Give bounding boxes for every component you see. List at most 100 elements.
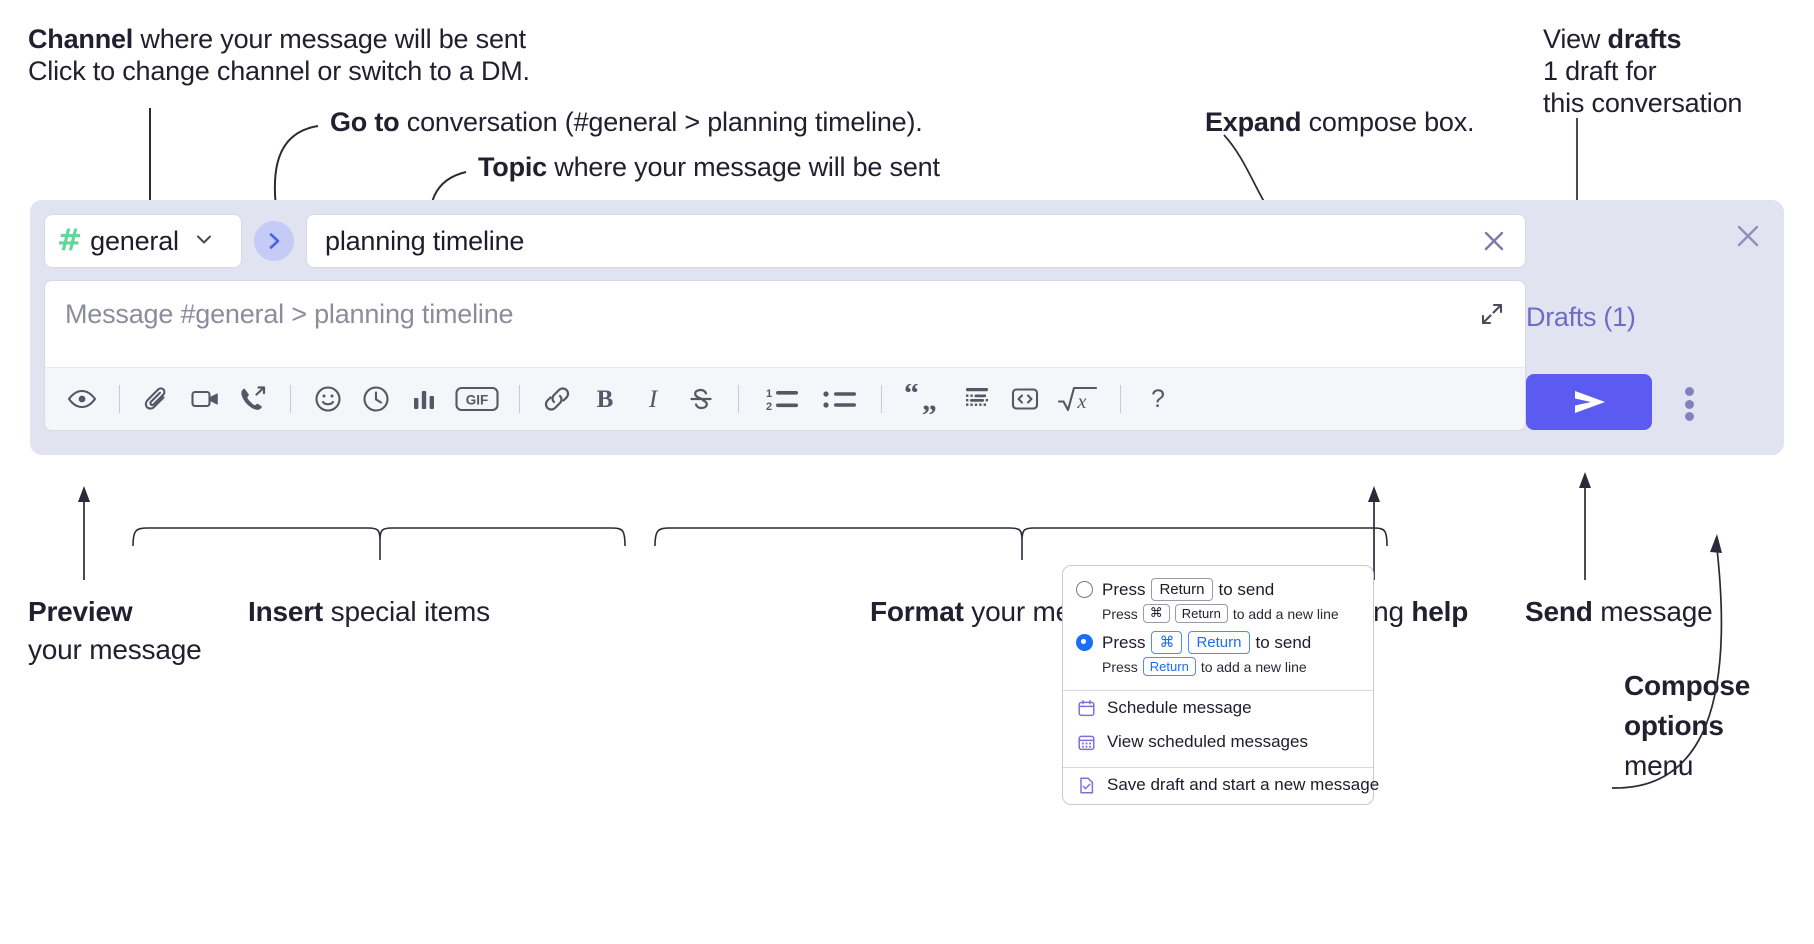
annotation-channel-bold: Channel xyxy=(28,24,134,54)
hash-icon: # xyxy=(57,223,83,258)
toolbar-divider xyxy=(881,385,882,413)
formatting-help-icon[interactable]: ? xyxy=(1135,376,1181,422)
annotation-send-rest: message xyxy=(1592,596,1713,627)
message-card: Message #general > planning timeline xyxy=(44,280,1526,431)
bold-icon[interactable]: B xyxy=(582,376,628,422)
bulleted-list-icon[interactable] xyxy=(811,376,867,422)
option1-sub-pre: Press xyxy=(1102,605,1138,622)
go-to-conversation-button[interactable] xyxy=(254,221,294,261)
menu-option-label: Press ⌘ Return to send xyxy=(1102,631,1311,654)
drafts-link[interactable]: Drafts (1) xyxy=(1526,302,1636,332)
svg-text:1: 1 xyxy=(766,388,772,400)
svg-text:GIF: GIF xyxy=(466,393,489,408)
annotation-compose-options-bold2: options xyxy=(1624,710,1724,741)
kebab-dot xyxy=(1684,412,1694,421)
annotation-preview: Preview xyxy=(28,594,133,630)
menu-item-view-scheduled-messages[interactable]: View scheduled messages xyxy=(1063,725,1373,759)
compose-box: # general planning timeline xyxy=(30,200,1784,455)
italic-icon[interactable]: I xyxy=(630,376,676,422)
option2-sub-key-return: Return xyxy=(1142,657,1196,676)
formatting-toolbar: GIF B xyxy=(45,367,1525,430)
annotation-goto-rest: conversation (#general > planning timeli… xyxy=(399,107,923,137)
toolbar-divider xyxy=(119,385,120,413)
option1-sub-post: to add a new line xyxy=(1232,605,1339,622)
option2-sub-pre: Press xyxy=(1102,658,1138,675)
kebab-dot xyxy=(1684,387,1694,396)
video-clip-icon[interactable] xyxy=(182,376,228,422)
emoji-icon[interactable] xyxy=(305,376,351,422)
menu-item-schedule-message[interactable]: Schedule message xyxy=(1063,691,1373,725)
annotation-send-bold: Send xyxy=(1525,596,1593,627)
annotation-compose-options-l1: Compose xyxy=(1624,668,1750,704)
annotation-channel-sub: Click to change channel or switch to a D… xyxy=(28,56,530,86)
bar-chart-icon[interactable] xyxy=(401,376,447,422)
preview-icon[interactable] xyxy=(59,376,105,422)
menu-divider xyxy=(1063,690,1373,691)
svg-text:„: „ xyxy=(922,384,937,414)
annotation-goto-bold: Go to xyxy=(330,107,400,137)
topic-input[interactable]: planning timeline xyxy=(306,214,1526,268)
annotation-topic-rest: where your message will be sent xyxy=(547,152,940,182)
ordered-list-icon[interactable]: 1 2 xyxy=(753,376,809,422)
calendar-clock-icon xyxy=(1076,698,1096,718)
annotation-topic: Topic where your message will be sent xyxy=(478,150,940,184)
send-button[interactable] xyxy=(1526,374,1652,430)
math-icon[interactable]: x xyxy=(1050,376,1106,422)
menu-item-save-draft[interactable]: Save draft and start a new message xyxy=(1063,768,1379,802)
option2-sub-post: to add a new line xyxy=(1200,658,1307,675)
svg-text:I: I xyxy=(648,386,659,413)
option2-key-return: Return xyxy=(1188,631,1250,654)
code-block-icon[interactable] xyxy=(954,376,1000,422)
save-draft-icon xyxy=(1076,775,1096,795)
option2-key-cmd: ⌘ xyxy=(1151,631,1183,654)
annotation-compose-options-l3: menu xyxy=(1624,750,1694,781)
annotation-goto: Go to conversation (#general > planning … xyxy=(330,105,923,139)
toolbar-divider xyxy=(1120,385,1121,413)
menu-divider xyxy=(1063,767,1373,768)
svg-text:x: x xyxy=(1077,391,1087,413)
annotation-drafts-sub2: this conversation xyxy=(1543,88,1743,118)
option1-sub-key-return: Return xyxy=(1174,604,1228,623)
blockquote-icon[interactable]: “ „ xyxy=(896,376,952,422)
svg-text:2: 2 xyxy=(766,401,772,413)
inline-code-icon[interactable] xyxy=(1002,376,1048,422)
message-input[interactable]: Message #general > planning timeline xyxy=(45,281,1525,367)
channel-name: general xyxy=(90,225,179,256)
expand-icon[interactable] xyxy=(1475,297,1509,331)
channel-selector[interactable]: # general xyxy=(44,214,242,268)
attachment-icon[interactable] xyxy=(134,376,180,422)
audio-clip-icon[interactable] xyxy=(230,376,276,422)
radio-selected-icon[interactable] xyxy=(1076,634,1093,651)
close-compose-icon[interactable] xyxy=(1730,218,1766,254)
topic-value: planning timeline xyxy=(325,225,525,256)
radio-unselected-icon[interactable] xyxy=(1076,581,1093,598)
clock-icon[interactable] xyxy=(353,376,399,422)
chevron-down-icon xyxy=(193,228,215,255)
message-placeholder: Message #general > planning timeline xyxy=(65,299,514,329)
annotation-topic-bold: Topic xyxy=(478,152,547,182)
annotation-help-bold: help xyxy=(1411,596,1469,627)
annotation-channel: Channel where your message will be sent xyxy=(28,22,526,56)
menu-option-cmd-return-to-send[interactable]: Press ⌘ Return to send xyxy=(1063,629,1373,654)
menu-option-cmd-return-sub: Press Return to add a new line xyxy=(1063,654,1373,682)
close-icon[interactable] xyxy=(1477,224,1511,258)
option1-key-return: Return xyxy=(1151,578,1213,601)
gif-icon[interactable]: GIF xyxy=(449,376,505,422)
annotation-channel-rest: where your message will be sent xyxy=(133,24,526,54)
compose-options-menu: Press Return to send Press ⌘ Return to a… xyxy=(1062,565,1379,805)
menu-item-label: Schedule message xyxy=(1107,698,1252,717)
annotation-compose-options-l2: options xyxy=(1624,708,1724,744)
compose-main-column: # general planning timeline xyxy=(44,214,1526,431)
menu-item-label: View scheduled messages xyxy=(1107,732,1308,751)
compose-options-button[interactable] xyxy=(1672,384,1706,424)
strikethrough-icon[interactable] xyxy=(678,376,724,422)
menu-option-return-to-send[interactable]: Press Return to send xyxy=(1063,576,1373,601)
send-icon xyxy=(1575,391,1605,413)
annotation-compose-options-bold1: Compose xyxy=(1624,670,1751,701)
toolbar-divider xyxy=(290,385,291,413)
annotation-drafts-sub1: 1 draft for xyxy=(1543,56,1657,86)
svg-text:?: ? xyxy=(1151,385,1165,413)
link-icon[interactable] xyxy=(534,376,580,422)
